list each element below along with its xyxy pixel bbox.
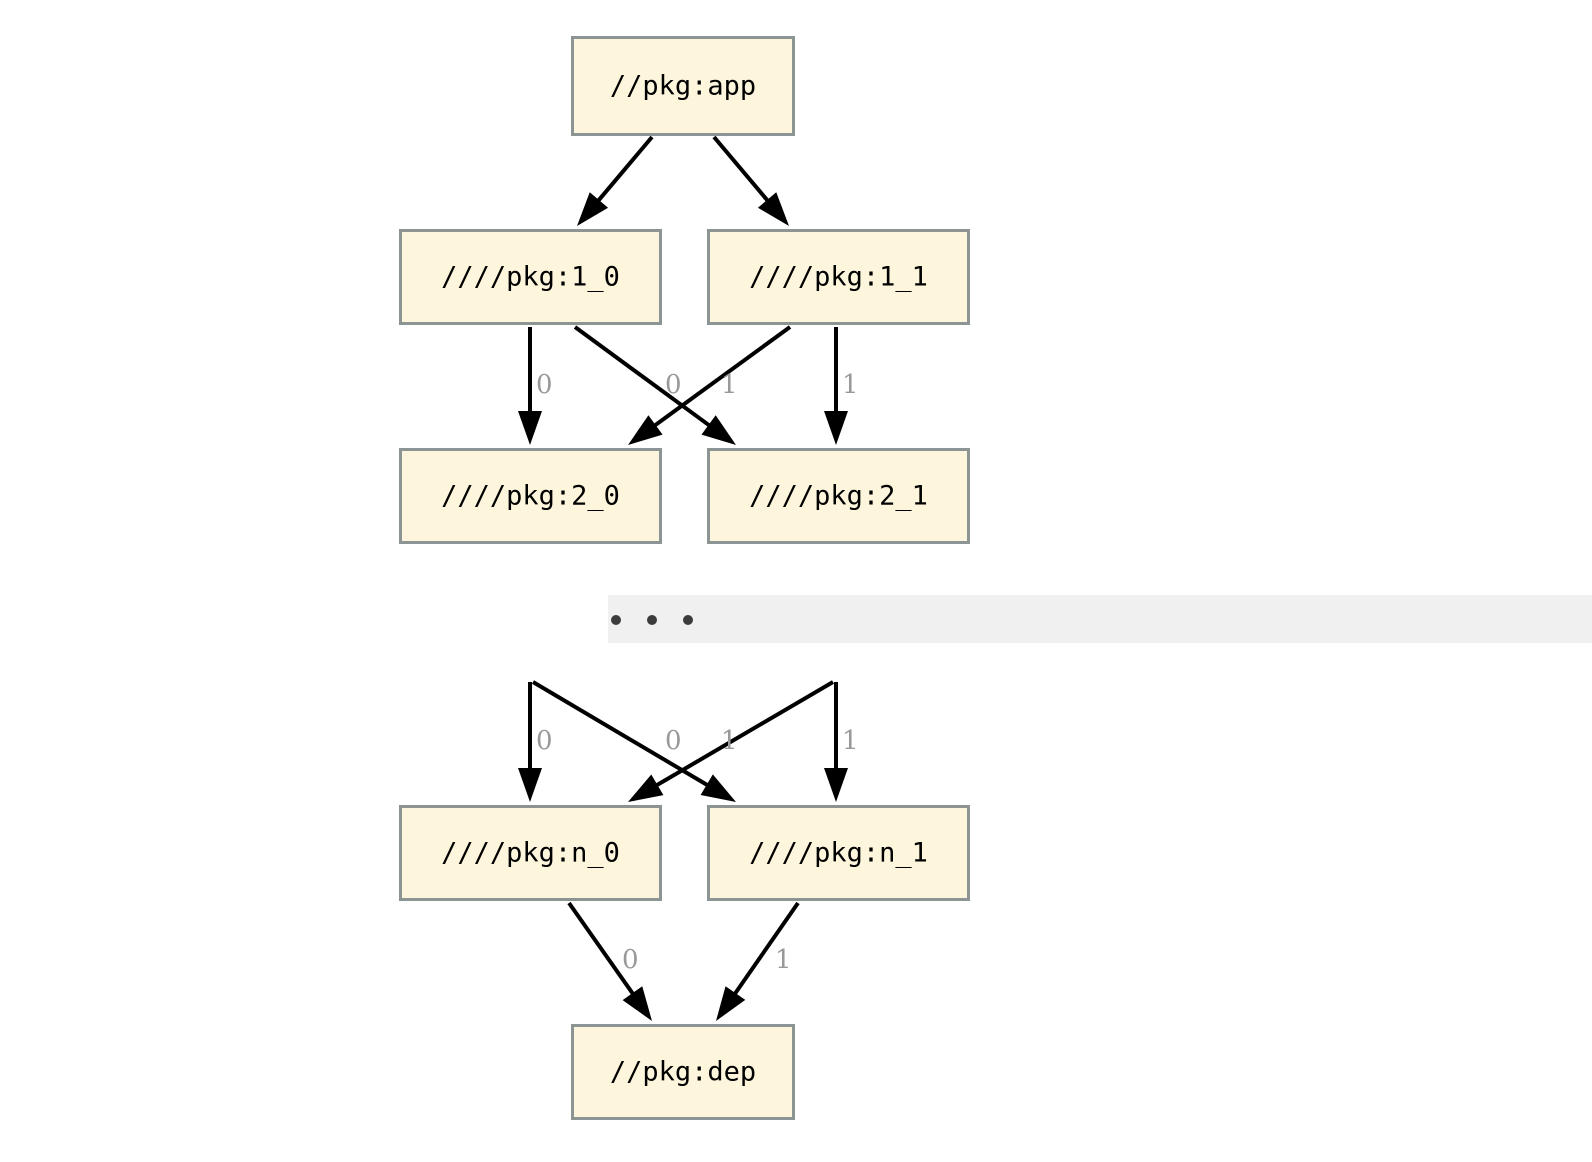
edge-label: 1 — [721, 370, 738, 400]
graph-edge: 1 — [628, 680, 835, 802]
edge-layer: 0 0 1 1 0 0 1 1 0 1 — [518, 135, 859, 1021]
graph-edge: 1 — [716, 901, 800, 1021]
graph-edge: 1 — [824, 682, 859, 802]
edge-arrowhead — [628, 415, 663, 445]
edge-label: 0 — [622, 945, 639, 975]
node-label: //pkg:dep — [610, 1057, 756, 1088]
graph-edge: 1 — [628, 325, 792, 445]
graph-node-app[interactable]: //pkg:app — [571, 36, 795, 136]
edge-line — [712, 135, 773, 206]
node-label: //pkg:app — [610, 71, 756, 102]
graph-node-l1_0[interactable]: ////pkg:1_0 — [399, 229, 662, 325]
ellipsis-dot — [647, 615, 657, 625]
edge-label: 0 — [536, 726, 553, 756]
graph-edge: 0 — [531, 680, 736, 802]
graph-edge — [577, 135, 654, 226]
edge-label: 1 — [842, 726, 859, 756]
ellipsis-dot — [611, 615, 621, 625]
graph-node-dep[interactable]: //pkg:dep — [571, 1024, 795, 1120]
node-label: ////pkg:1_1 — [749, 262, 928, 293]
graph-node-l2_0[interactable]: ////pkg:2_0 — [399, 448, 662, 544]
node-box[interactable] — [399, 448, 662, 544]
edge-arrowhead — [622, 986, 652, 1021]
node-box[interactable] — [399, 805, 662, 901]
edge-line — [593, 135, 654, 206]
edge-line — [531, 680, 713, 790]
edge-arrowhead — [518, 411, 542, 445]
graph-node-l2_1[interactable]: ////pkg:2_1 — [707, 448, 970, 544]
edge-line — [651, 680, 835, 790]
node-layer: //pkg:app ////pkg:1_0 ////pkg:1_1 ////pkg:2… — [399, 36, 970, 1120]
ellipsis-band — [608, 595, 1592, 643]
edge-arrowhead — [700, 774, 736, 802]
ellipsis-dot — [683, 615, 693, 625]
edge-line — [730, 901, 800, 1000]
graph-edge: 0 — [573, 325, 736, 445]
node-box[interactable] — [571, 1024, 795, 1120]
edge-label: 1 — [842, 370, 859, 400]
graph-edge: 0 — [518, 327, 553, 445]
edge-arrowhead — [628, 774, 664, 802]
graph-edge: 1 — [824, 327, 859, 445]
edge-arrowhead — [757, 192, 789, 226]
node-label: ////pkg:n_1 — [749, 838, 928, 869]
edge-arrowhead — [824, 411, 848, 445]
edge-label: 0 — [665, 370, 682, 400]
graph-node-ln_1[interactable]: ////pkg:n_1 — [707, 805, 970, 901]
node-label: ////pkg:2_0 — [441, 481, 620, 512]
graph-node-ln_0[interactable]: ////pkg:n_0 — [399, 805, 662, 901]
edge-label: 0 — [665, 726, 682, 756]
node-label: ////pkg:2_1 — [749, 481, 928, 512]
edge-label: 1 — [721, 726, 738, 756]
graph-edge: 0 — [567, 901, 652, 1021]
node-box[interactable] — [571, 36, 795, 136]
edge-arrowhead — [824, 768, 848, 802]
edge-label: 1 — [775, 945, 792, 975]
edge-arrowhead — [577, 192, 609, 226]
node-label: ////pkg:n_0 — [441, 838, 620, 869]
node-box[interactable] — [707, 805, 970, 901]
edge-line — [567, 901, 638, 1000]
node-box[interactable] — [399, 229, 662, 325]
edge-line — [649, 325, 792, 431]
edge-arrowhead — [716, 986, 746, 1021]
node-box[interactable] — [707, 448, 970, 544]
edge-arrowhead — [518, 768, 542, 802]
edge-label: 0 — [536, 370, 553, 400]
edge-arrowhead — [701, 415, 736, 445]
node-label: ////pkg:1_0 — [441, 262, 620, 293]
graph-edge: 0 — [518, 682, 553, 802]
edge-line — [573, 325, 715, 431]
graph-edge — [712, 135, 789, 226]
graph-node-l1_1[interactable]: ////pkg:1_1 — [707, 229, 970, 325]
ellipsis-layer — [608, 595, 1592, 643]
node-box[interactable] — [707, 229, 970, 325]
